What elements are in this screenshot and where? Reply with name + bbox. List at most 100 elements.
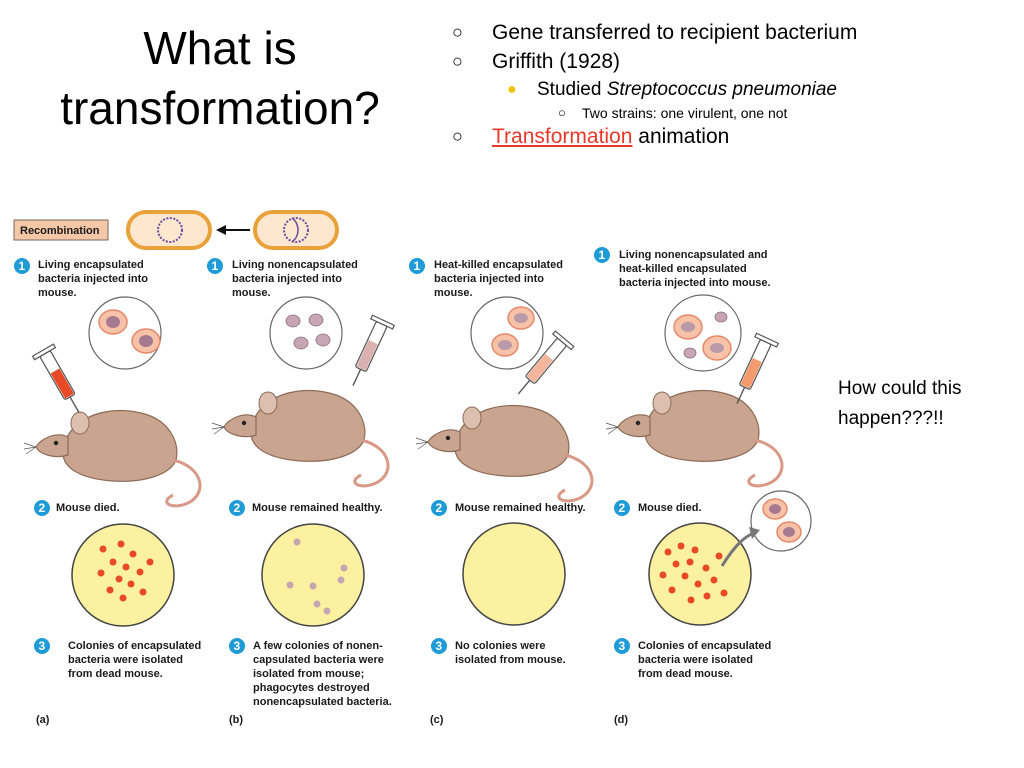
panel-c: 1 Heat-killed encapsulated bacteria inje… — [409, 258, 594, 726]
bullet-circle-icon: ○ — [558, 105, 566, 120]
pale-colonies — [286, 538, 348, 615]
griffith-experiment-figure: Recombination 1 Living encapsulated bact… — [13, 210, 812, 726]
step-2-icon — [229, 500, 245, 516]
step-3-icon — [34, 638, 50, 654]
recipient-cell — [126, 210, 212, 250]
step-2-number: 2 — [436, 501, 443, 515]
red-colonies — [97, 540, 154, 602]
panel-a-step2: Mouse died. — [56, 502, 120, 514]
step-1-icon — [14, 258, 30, 274]
bullet-griffith: ○ Griffith (1928) — [452, 47, 1012, 76]
heat-killed-cell-icon — [681, 322, 695, 332]
bullet-text: Gene transferred to recipient bacterium — [492, 21, 858, 44]
recombination-label: Recombination — [20, 225, 100, 237]
bullet-circle-icon: ○ — [452, 22, 463, 42]
text-line: from dead mouse. — [68, 668, 163, 680]
transformation-link[interactable]: Transformation — [492, 125, 633, 148]
text-line: heat-killed encapsulated — [619, 263, 747, 275]
text-line: bacteria were isolated — [68, 654, 183, 666]
syringe-icon — [341, 314, 396, 392]
step-3-number: 3 — [436, 639, 443, 653]
text-line: nonencapsulated bacteria. — [253, 696, 392, 708]
step-3-icon — [614, 638, 630, 654]
step-2-number: 2 — [234, 501, 241, 515]
panel-c-step3: No colonies were isolated from mouse. — [455, 640, 566, 666]
step-2-icon — [614, 500, 630, 516]
panel-b-step1: Living nonencapsulated bacteria injected… — [232, 259, 361, 299]
nonencapsulated-cells-icon — [285, 313, 331, 350]
nonencapsulated-cells-icon — [683, 311, 728, 359]
arrow-head-icon — [749, 527, 760, 539]
panel-a-letter: (a) — [36, 714, 50, 726]
text-line: Living nonencapsulated and — [619, 249, 768, 261]
bacteria-magnifier — [269, 296, 343, 370]
title-line-2: transformation? — [60, 82, 380, 134]
bullet-text: Griffith (1928) — [492, 50, 620, 73]
text-line: Living encapsulated — [38, 259, 144, 271]
text-line: from dead mouse. — [638, 668, 733, 680]
encapsulated-cell-icon — [769, 504, 781, 514]
syringe-icon — [508, 330, 575, 403]
mouse-icon — [22, 408, 202, 508]
text-line: bacteria injected into — [434, 273, 544, 285]
text-line: No colonies were — [455, 640, 545, 652]
petri-dish — [71, 523, 175, 627]
panel-d-step2: Mouse died. — [638, 502, 702, 514]
text-line: phagocytes destroyed — [253, 682, 370, 694]
panel-d-step3: Colonies of encapsulated bacteria were i… — [638, 640, 774, 680]
mouse-icon — [414, 403, 594, 503]
donor-cell — [253, 210, 339, 250]
step-3-number: 3 — [234, 639, 241, 653]
step-1-icon — [409, 258, 425, 274]
step-3-icon — [229, 638, 245, 654]
arrow-head-icon — [216, 225, 226, 235]
step-1-number: 1 — [19, 259, 26, 273]
panel-b-letter: (b) — [229, 714, 243, 726]
panel-b-step2: Mouse remained healthy. — [252, 502, 383, 514]
step-1-number: 1 — [414, 259, 421, 273]
encapsulated-cell-icon — [106, 316, 120, 328]
bullet-list: ○ Gene transferred to recipient bacteriu… — [452, 18, 1012, 151]
text-line: capsulated bacteria were — [253, 654, 384, 666]
encapsulated-cell-icon — [139, 335, 153, 347]
red-colonies — [659, 542, 728, 604]
side-note-line-1: How could this — [838, 378, 962, 399]
step-3-icon — [431, 638, 447, 654]
step-1-icon — [207, 258, 223, 274]
step-1-number: 1 — [212, 259, 219, 273]
text-line: bacteria injected into — [232, 273, 342, 285]
step-3-number: 3 — [39, 639, 46, 653]
bullet-gene-transfer: ○ Gene transferred to recipient bacteriu… — [452, 18, 1012, 47]
sub-sub-bullet-strains: ○ Two strains: one virulent, one not — [452, 104, 1012, 122]
side-note: How could this happen???!! — [838, 374, 962, 434]
panel-c-step1: Heat-killed encapsulated bacteria inject… — [434, 259, 566, 299]
text-line: mouse. — [434, 287, 473, 299]
bullet-circle-icon: ○ — [452, 126, 463, 146]
donor-dna-icon — [283, 217, 309, 243]
bullet-transformation: ○ Transformation animation — [452, 122, 1012, 151]
slide-title: What is transformation? — [10, 18, 430, 138]
panel-a-step1: Living encapsulated bacteria injected in… — [38, 259, 151, 299]
bullet-circle-icon: ○ — [452, 51, 463, 71]
step-3-number: 3 — [619, 639, 626, 653]
step-1-icon — [594, 247, 610, 263]
text-line: isolated from mouse. — [455, 654, 566, 666]
panel-c-letter: (c) — [430, 714, 444, 726]
text-line: A few colonies of nonen- — [253, 640, 383, 652]
heat-killed-cell-icon — [710, 343, 724, 353]
bacteria-magnifier — [470, 296, 544, 370]
mouse-icon — [604, 388, 784, 488]
encapsulated-cell-icon — [783, 527, 795, 537]
panel-c-step2: Mouse remained healthy. — [455, 502, 586, 514]
side-note-line-2: happen???!! — [838, 408, 944, 429]
step-2-number: 2 — [619, 501, 626, 515]
text-line: Living nonencapsulated — [232, 259, 358, 271]
mouse-icon — [210, 388, 390, 488]
heat-killed-cell-icon — [514, 313, 528, 323]
bullet-text: Studied — [537, 79, 607, 100]
petri-dish — [462, 522, 566, 626]
syringe-icon — [31, 343, 91, 420]
step-2-icon — [34, 500, 50, 516]
panel-d-letter: (d) — [614, 714, 628, 726]
dna-fragment-icon — [291, 217, 299, 243]
